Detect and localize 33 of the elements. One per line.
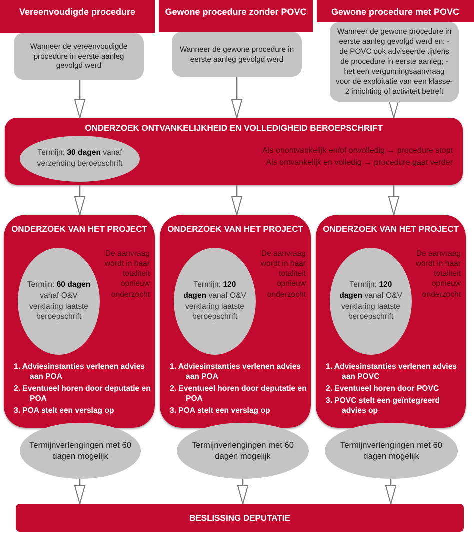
- arrow: [386, 479, 396, 504]
- condition-box: [330, 22, 459, 102]
- heading-text: Gewone procedure met POVC: [330, 7, 461, 17]
- arrow: [232, 185, 242, 216]
- header-bar: [317, 0, 474, 22]
- header-bar: [0, 0, 155, 33]
- condition-box: [172, 32, 302, 77]
- condition-box: [14, 33, 144, 80]
- heading-text: Vereenvoudigde procedure: [18, 7, 137, 17]
- panel-title: ONDERZOEK VAN HET PROJECT: [166, 224, 304, 234]
- panel-title: ONDERZOEK VAN HET PROJECT: [10, 224, 148, 234]
- project-panel: [316, 215, 466, 428]
- heading-text: BESLISSING DEPUTATIE: [188, 513, 292, 523]
- panel-title: ONDERZOEK ONTVANKELIJKHEID EN VOLLEDIGHEID BEROEPSCHRIFT: [84, 123, 384, 133]
- arrow: [232, 77, 242, 118]
- arrow: [74, 479, 86, 504]
- outcome-text: Als onontvankelijk en/of onvolledig → procedure stopt: [262, 146, 453, 155]
- term-text: Termijnverlengingen met 60 dagen mogelijk: [191, 440, 295, 462]
- panel-title: ONDERZOEK VAN HET PROJECT: [322, 224, 460, 234]
- outcome-text: Als ontvankelijk en volledig → procedure gaat verder: [265, 158, 453, 167]
- decision-bar: [16, 504, 464, 532]
- heading-text: Gewone procedure zonder POVC: [164, 7, 308, 17]
- header-bar: [159, 0, 313, 32]
- review-panel: [5, 118, 463, 185]
- term-text: Termijnverlengingen met 60 dagen mogelijk: [340, 440, 444, 462]
- project-panel: [160, 215, 311, 428]
- arrow: [74, 80, 86, 118]
- arrow: [74, 185, 86, 216]
- project-panel: [4, 215, 155, 428]
- arrow: [388, 185, 400, 216]
- arrow: [388, 100, 400, 118]
- arrow: [238, 479, 248, 504]
- term-text: Termijnverlengingen met 60 dagen mogelijk: [28, 440, 132, 462]
